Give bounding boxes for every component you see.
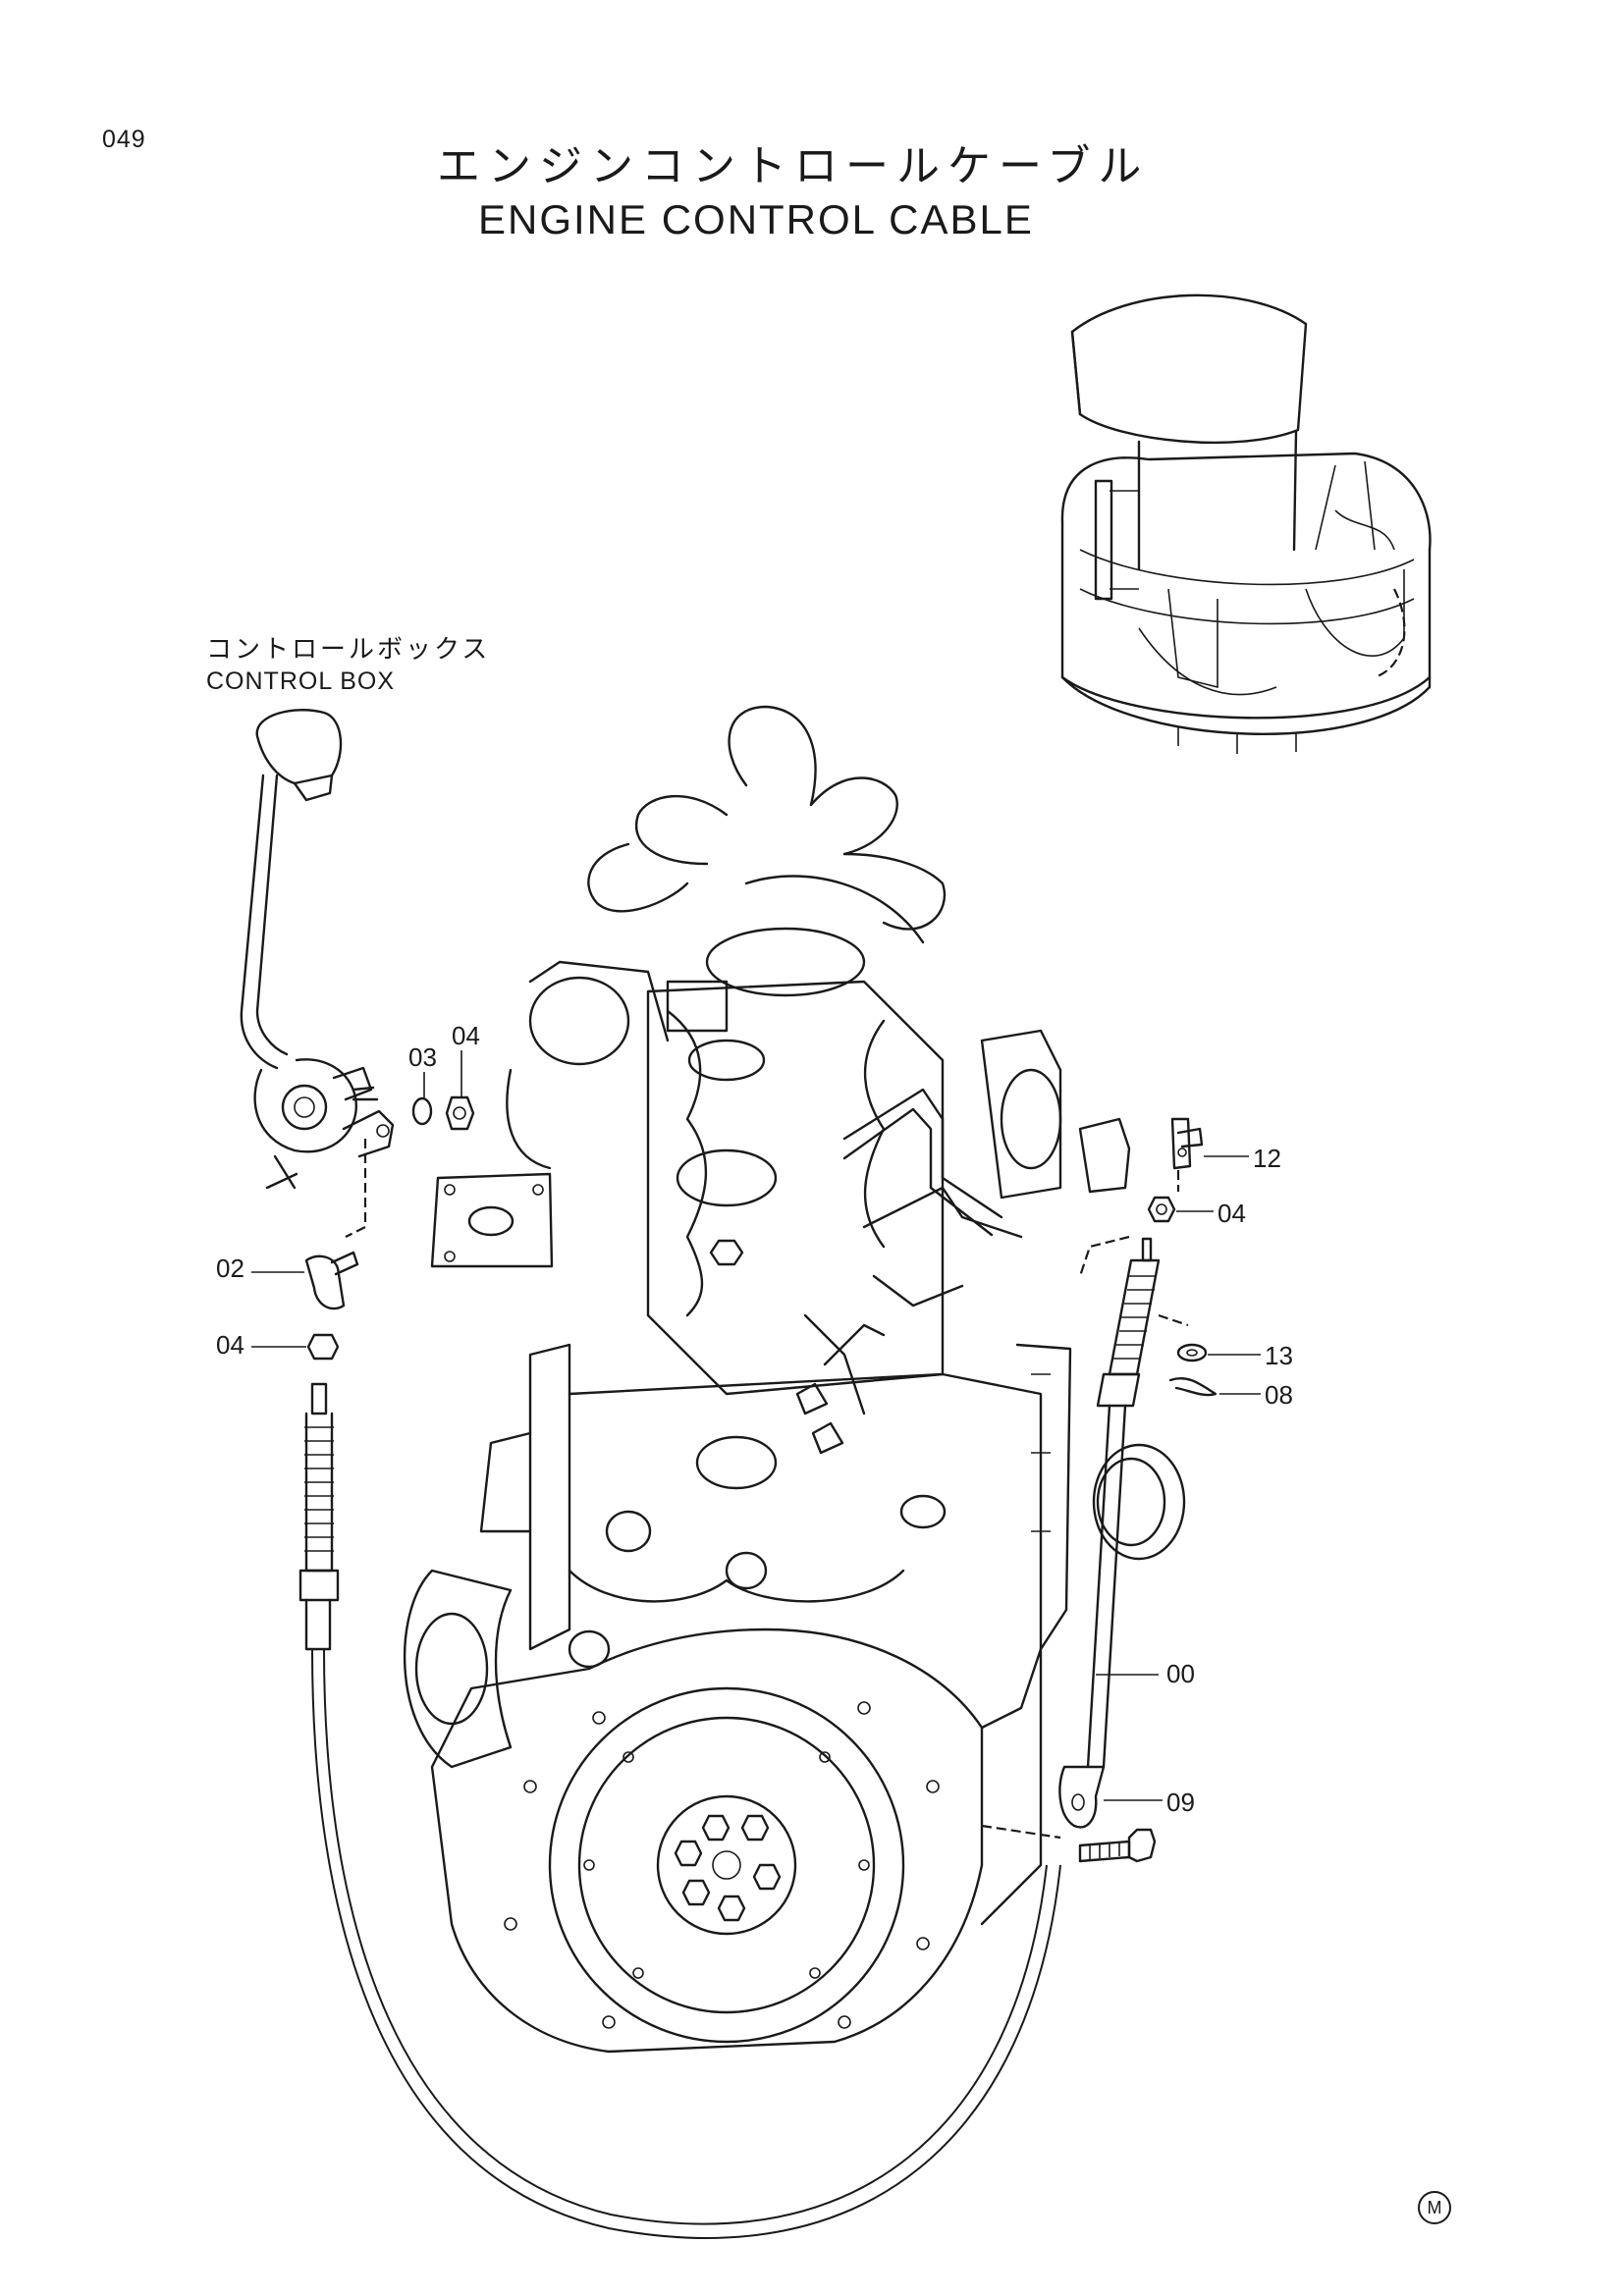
page-number: 049 <box>102 126 146 153</box>
callout-09: 09 <box>1166 1788 1195 1817</box>
title-english: ENGINE CONTROL CABLE <box>478 196 1034 242</box>
parts-right-group <box>981 1117 1261 1863</box>
manufacturer-mark: M <box>1418 2191 1451 2224</box>
control-box-label-japanese: コントロールボックス <box>206 634 491 664</box>
title-japanese: エンジンコントロールケーブル <box>437 142 1150 190</box>
callout-02: 02 <box>216 1254 244 1283</box>
control-lever-assembly <box>240 709 395 1190</box>
callout-08: 08 <box>1265 1380 1293 1410</box>
callout-04-right: 04 <box>1218 1199 1246 1228</box>
control-box-label-english: CONTROL BOX <box>206 667 396 695</box>
machine-thumbnail <box>1060 294 1432 754</box>
parts-left-group <box>251 1050 1061 2239</box>
callout-04-left: 04 <box>216 1330 244 1360</box>
engine-block <box>403 705 1186 2054</box>
callout-03: 03 <box>408 1042 437 1072</box>
callout-12: 12 <box>1253 1144 1281 1173</box>
callout-00: 00 <box>1166 1659 1195 1688</box>
callout-13: 13 <box>1265 1341 1293 1370</box>
callout-04-top: 04 <box>452 1021 480 1050</box>
